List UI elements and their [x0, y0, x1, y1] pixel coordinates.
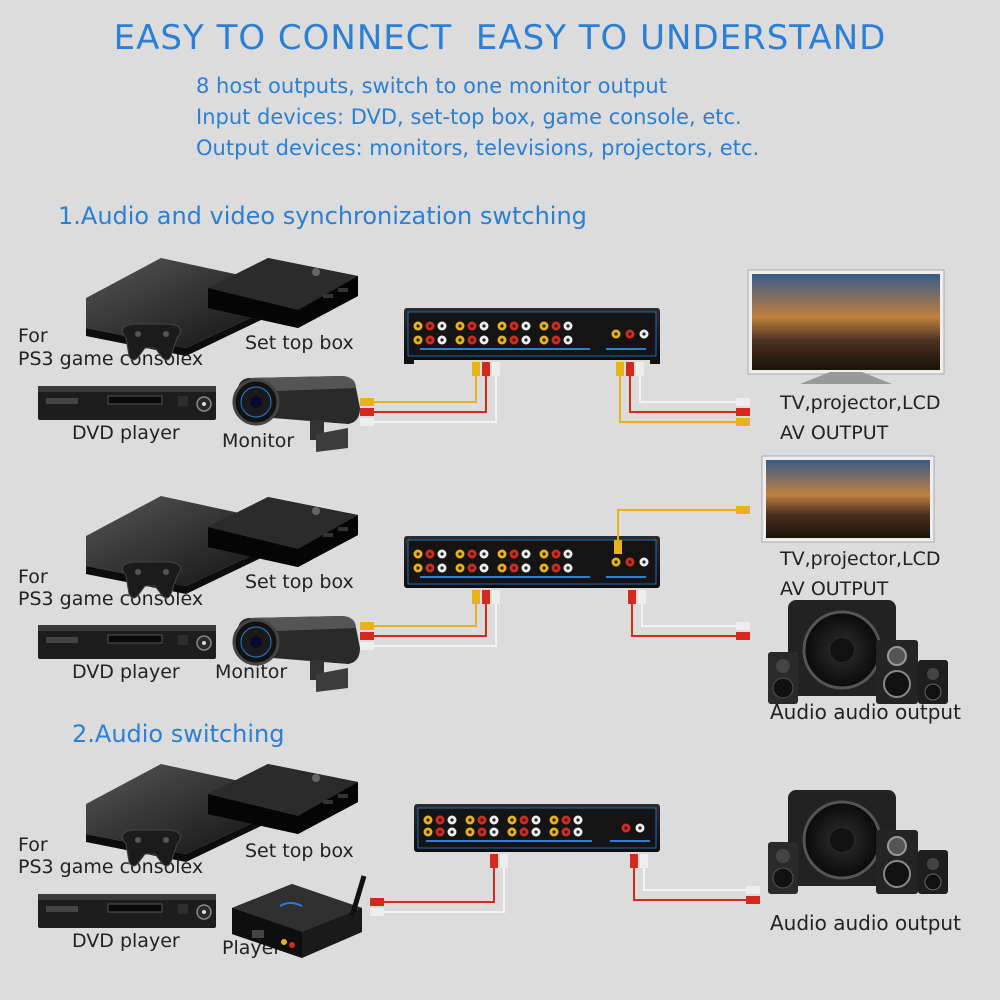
monitor-label-2: Monitor	[215, 661, 288, 683]
plugs-row-3	[370, 854, 760, 916]
dvd-player-1	[37, 385, 217, 421]
cables-row-1	[370, 372, 740, 423]
ps3-label-1: PS3 game consolex	[18, 348, 204, 370]
dvd-label-2: DVD player	[72, 661, 180, 683]
section-1-heading: 1.Audio and video synchronization swtchi…	[58, 202, 587, 230]
tv-label-2: TV,projector,LCD	[780, 548, 941, 570]
cctv-camera-1	[232, 374, 362, 454]
page-title: EASY TO CONNECT EASY TO UNDERSTAND	[113, 18, 887, 58]
tv-label-1: TV,projector,LCD	[780, 392, 941, 414]
intro-line-2: Input devices: DVD, set-top box, game co…	[196, 105, 742, 129]
settop-label-3: Set top box	[245, 840, 354, 862]
dvd-label-3: DVD player	[72, 930, 180, 952]
av-switch-1	[404, 308, 660, 364]
tv-2	[761, 455, 935, 543]
dvd-label-1: DVD player	[72, 422, 180, 444]
speakers-2	[766, 598, 950, 706]
ps3-label-3: PS3 game consolex	[18, 856, 204, 878]
intro-line-3: Output devices: monitors, televisions, p…	[196, 136, 760, 160]
tv-1	[747, 269, 945, 384]
intro-line-1: 8 host outputs, switch to one monitor ou…	[196, 74, 667, 98]
audio-label-3: Audio audio output	[770, 911, 961, 935]
ps3-label-2: PS3 game consolex	[18, 588, 204, 610]
monitor-label-1: Monitor	[222, 430, 295, 452]
cables-row-3	[380, 864, 750, 913]
settop-label-2: Set top box	[245, 571, 354, 593]
dvd-player-2	[37, 624, 217, 660]
for-label-3: For	[18, 834, 48, 856]
cctv-camera-2	[232, 614, 362, 694]
cables-row-2	[370, 509, 740, 647]
plugs-row-1	[360, 362, 750, 426]
media-player-3	[232, 876, 364, 958]
av-label-2: AV OUTPUT	[780, 578, 889, 600]
speakers-3	[766, 788, 950, 896]
settop-label-1: Set top box	[245, 332, 354, 354]
plugs-row-2	[360, 506, 750, 650]
for-label-2: For	[18, 566, 48, 588]
av-label-1: AV OUTPUT	[780, 422, 889, 444]
dvd-player-3	[37, 893, 217, 929]
for-label-1: For	[18, 325, 48, 347]
section-2-heading: 2.Audio switching	[72, 720, 285, 748]
